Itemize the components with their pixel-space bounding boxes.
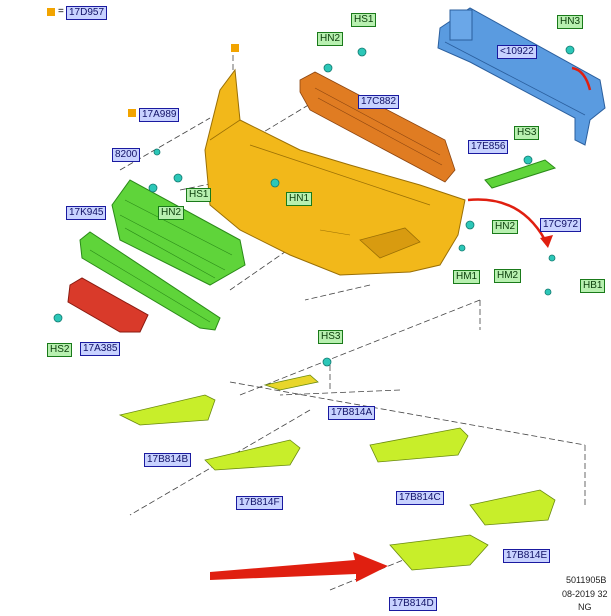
label-hn3: HN3 bbox=[557, 15, 584, 29]
label-insert-c: 17B814C bbox=[396, 491, 444, 505]
legend-swatch bbox=[47, 8, 55, 16]
label-panel: 17A385 bbox=[80, 342, 121, 356]
label-bracket-c: 17C972 bbox=[540, 218, 582, 232]
label-hs3-right: HS3 bbox=[514, 126, 540, 140]
region-code: NG bbox=[578, 602, 592, 612]
label-reinforcement: <10922 bbox=[497, 45, 537, 59]
label-grille-upper: 8200 bbox=[112, 148, 141, 162]
bumper-marker bbox=[231, 44, 239, 52]
label-hn1: HN1 bbox=[286, 192, 313, 206]
label-hn2-mid: HN2 bbox=[158, 206, 185, 220]
label-absorber: 17C882 bbox=[358, 95, 400, 109]
label-hm2: HM2 bbox=[494, 269, 522, 283]
bracket-marker bbox=[128, 109, 136, 117]
label-grille-lower: 17K945 bbox=[66, 206, 107, 220]
fastener-icons bbox=[53, 45, 575, 367]
arrowhead-small bbox=[540, 235, 553, 248]
date-code: 08-2019 32 bbox=[562, 589, 608, 599]
label-bracket-a: 17A989 bbox=[139, 108, 180, 122]
label-hs1-top: HS1 bbox=[351, 13, 377, 27]
label-insert-b: 17B814B bbox=[144, 453, 192, 467]
label-insert-a: 17B814A bbox=[328, 406, 376, 420]
red-arrows bbox=[467, 66, 592, 241]
label-insert-f: 17B814F bbox=[236, 496, 283, 510]
label-hs3-lower: HS3 bbox=[318, 330, 344, 344]
label-hn2-right: HN2 bbox=[492, 220, 519, 234]
label-insert-d: 17B814D bbox=[389, 597, 437, 611]
label-hn2-top: HN2 bbox=[317, 32, 344, 46]
red-arrow-large bbox=[210, 552, 388, 582]
label-hm1: HM1 bbox=[453, 270, 481, 284]
bumper-cover bbox=[204, 68, 466, 276]
legend-prefix: = bbox=[58, 6, 64, 17]
doc-number: 5011905B bbox=[566, 575, 607, 585]
label-strip: 17E856 bbox=[468, 140, 509, 154]
upper-grille bbox=[111, 179, 246, 286]
lower-panel bbox=[67, 277, 149, 333]
fog-lamp-inserts bbox=[118, 374, 556, 571]
bumper-reinforcement-beam bbox=[437, 7, 606, 146]
legend-code: 17D957 bbox=[66, 6, 108, 20]
label-hs1-mid: HS1 bbox=[186, 188, 212, 202]
energy-absorber bbox=[299, 71, 456, 183]
lower-grille bbox=[79, 231, 221, 331]
label-hb1: HB1 bbox=[580, 279, 606, 293]
label-insert-e: 17B814E bbox=[503, 549, 551, 563]
label-hs2: HS2 bbox=[47, 343, 73, 357]
side-molding-strip bbox=[484, 159, 557, 189]
